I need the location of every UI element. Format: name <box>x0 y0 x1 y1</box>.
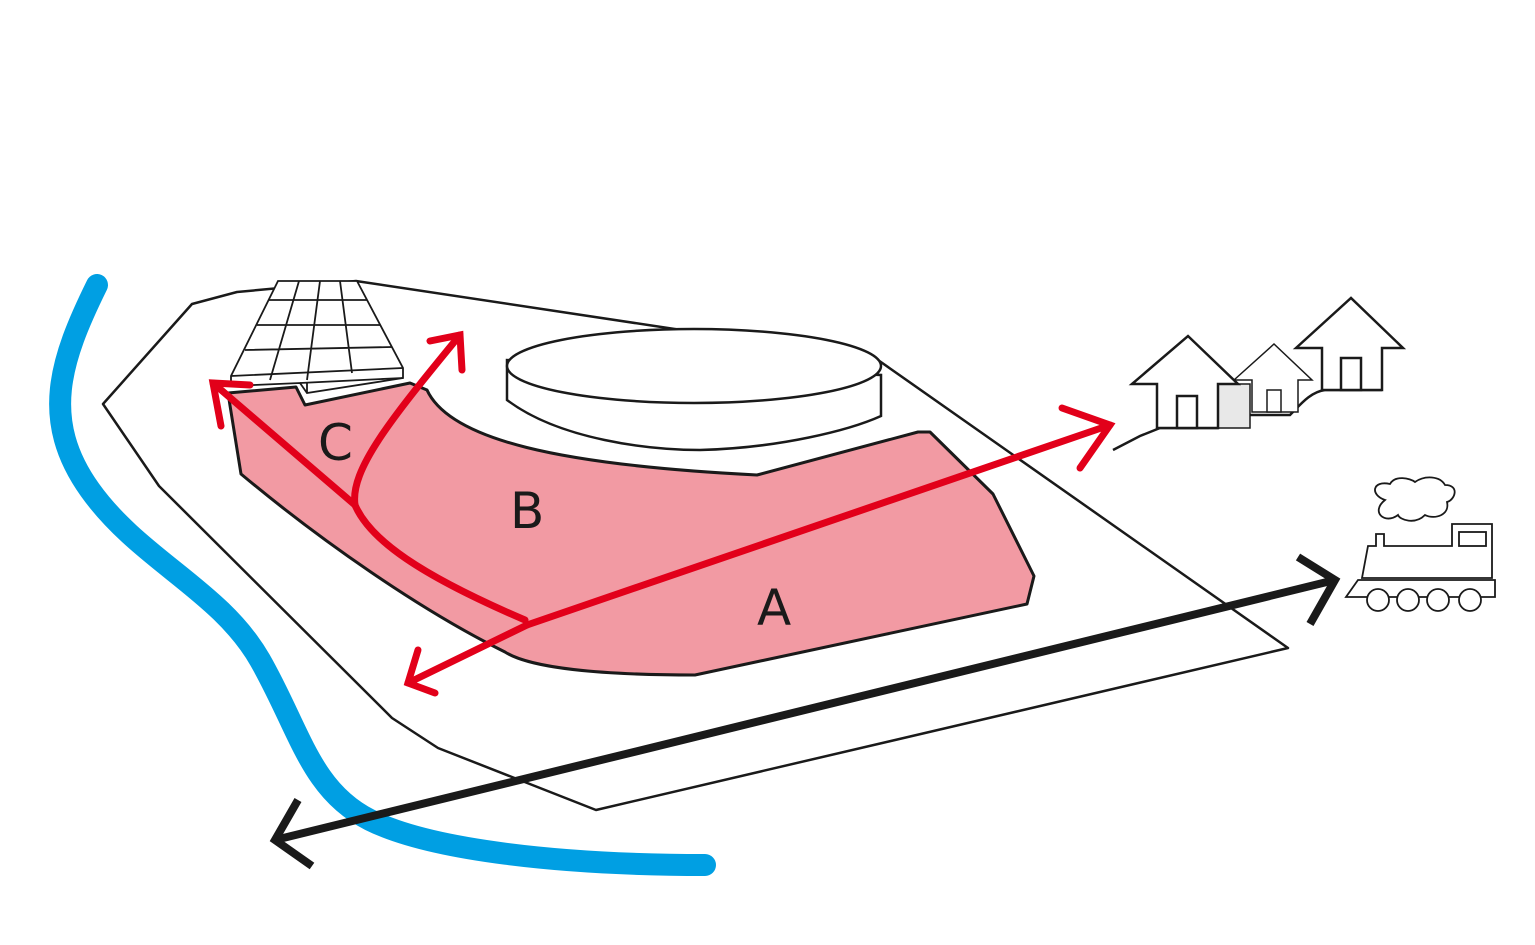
connection-arrows <box>208 330 1116 697</box>
zone-area <box>226 381 1036 677</box>
tank-cylinder <box>505 327 883 452</box>
zone-label-b: B <box>510 482 544 540</box>
solar-panel-icon <box>230 280 404 394</box>
zone-label-c: C <box>318 414 353 472</box>
houses-icon <box>1112 296 1407 452</box>
river-line <box>49 274 716 876</box>
zone-label-a: A <box>757 579 791 637</box>
railway-arrow <box>269 553 1341 870</box>
train-icon <box>1344 476 1496 612</box>
